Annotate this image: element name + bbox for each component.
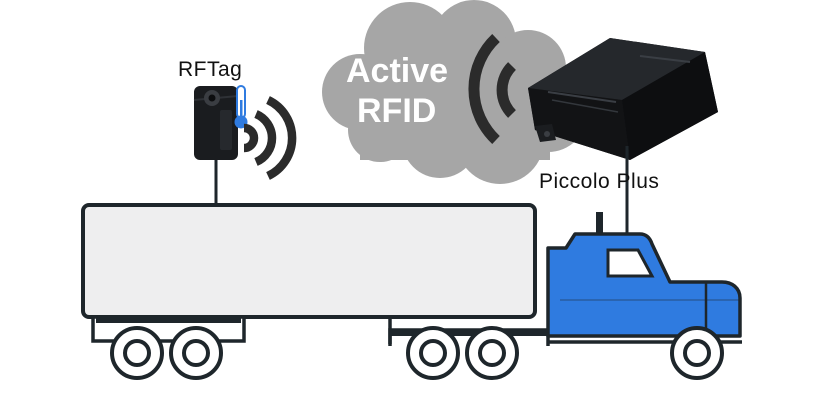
cloud-title-rfid: RFID [357, 92, 437, 130]
active-rfid-cloud [322, 0, 588, 184]
piccolo-plus-reader-icon [528, 38, 718, 160]
rftag-device-icon [193, 86, 239, 160]
thermometer-icon [234, 85, 248, 129]
tag-signal-icon [243, 96, 297, 180]
trailer [81, 203, 537, 346]
truck-wheel [406, 326, 460, 380]
wheels [110, 326, 724, 380]
cloud-title-active: Active [346, 52, 449, 90]
trailer-wheel [169, 326, 223, 380]
cloud-signal-icon [468, 33, 517, 145]
truck-cab [546, 232, 742, 338]
rftag-label: RFTag [178, 58, 243, 81]
piccolo-plus-label: Piccolo Plus [539, 170, 660, 193]
trailer-wheel [110, 326, 164, 380]
exhaust-stack [596, 212, 603, 252]
truck-wheel [465, 326, 519, 380]
truck-front-wheel [670, 326, 724, 380]
